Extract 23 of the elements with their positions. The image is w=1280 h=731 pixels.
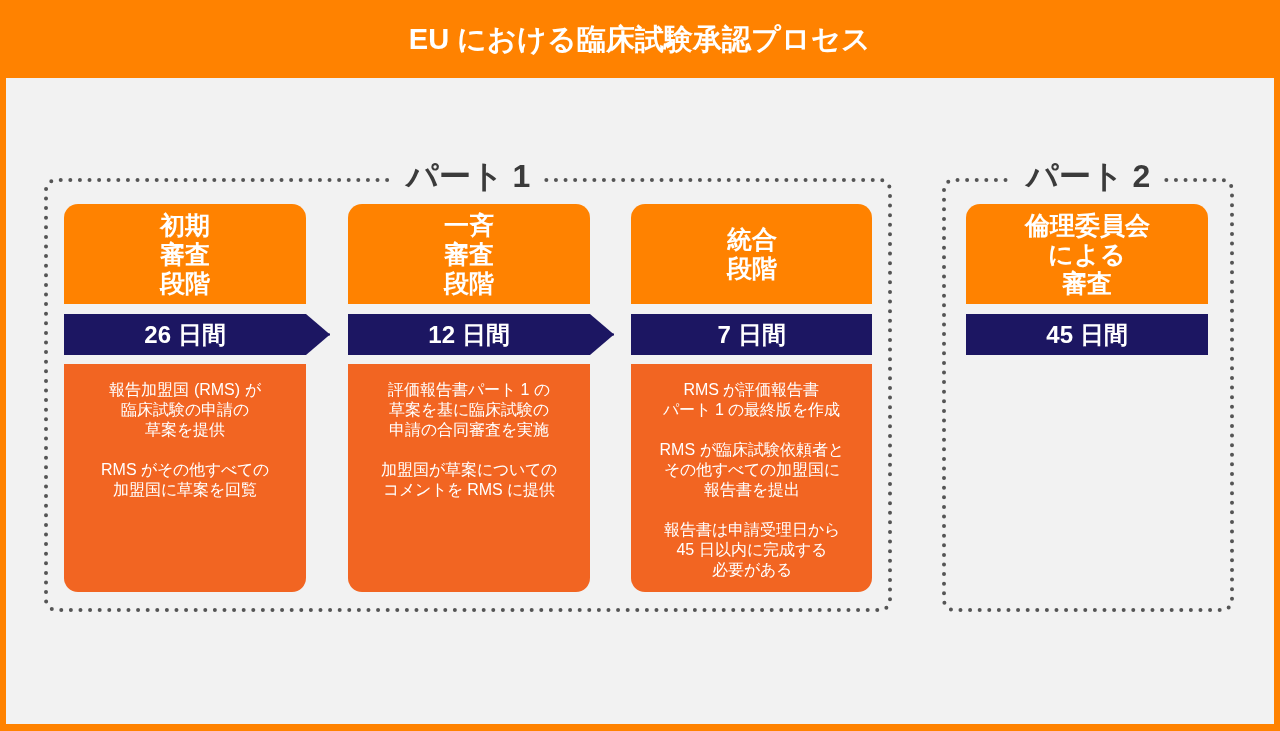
description-text: 報告加盟国 (RMS) が臨床試験の申請の草案を提供	[109, 380, 261, 440]
title: EU における臨床試験承認プロセス	[408, 22, 872, 57]
stage-header: 統合段階	[631, 204, 872, 304]
description-text: RMS がその他すべての加盟国に草案を回覧	[101, 460, 269, 500]
group-heading: パート 2	[1025, 157, 1151, 196]
description-text: 加盟国が草案についてのコメントを RMS に提供	[381, 460, 557, 500]
description-text: RMS が評価報告書パート 1 の最終版を作成	[662, 380, 841, 420]
description-box	[64, 364, 306, 592]
stage-header: 倫理委員会による審査	[966, 204, 1208, 304]
group-heading: パート 1	[405, 157, 531, 196]
arrow	[305, 314, 331, 355]
description-text: 報告書は申請受理日から45 日以内に完成する必要がある	[663, 520, 840, 580]
duration-bar: 26 日間	[64, 314, 306, 355]
stage-header: 一斉審査段階	[348, 204, 590, 304]
duration-bar: 12 日間	[348, 314, 590, 355]
description-text: RMS が臨床試験依頼者とその他すべての加盟国に報告書を提出	[659, 440, 844, 500]
duration-bar: 45 日間	[966, 314, 1208, 355]
duration-bar: 7 日間	[631, 314, 872, 355]
stage-header: 初期審査段階	[64, 204, 306, 304]
description-box	[348, 364, 590, 592]
description-box	[631, 364, 872, 592]
arrow	[589, 314, 615, 355]
description-text: 評価報告書パート 1 の草案を基に臨床試験の申請の合同審査を実施	[388, 380, 550, 440]
